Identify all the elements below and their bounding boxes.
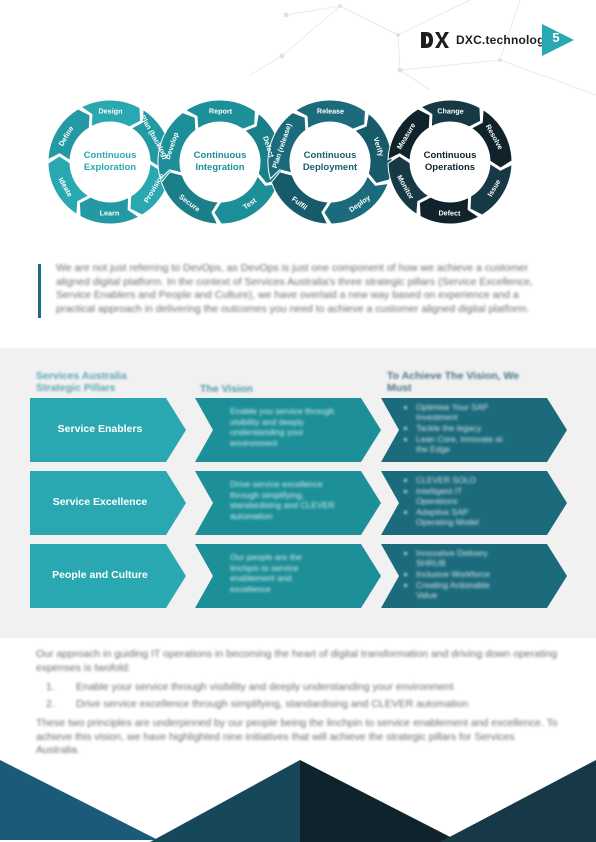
must-item: Adaptive SAP Operating Model: [416, 507, 506, 527]
cycle-segment: [160, 171, 220, 225]
cycle-center: [291, 123, 369, 201]
cycle-segment: [323, 174, 389, 225]
must-list: Optimise Your SAP Investment Tackle the …: [404, 402, 506, 455]
vision-text: Drive service excellence through simplif…: [230, 479, 335, 521]
cycle-segment: [387, 155, 430, 216]
outro-closing: These two principles are underpinned by …: [36, 717, 558, 756]
outro-list-item: 2. Drive service excellence through simpl…: [46, 697, 560, 712]
cycle-title: Continuous: [424, 150, 477, 161]
outro-lead: Our approach in guiding IT operations in…: [36, 648, 558, 674]
cycle-step-label: Design: [98, 106, 122, 115]
vision-text: Enable you service through visibility an…: [230, 406, 335, 448]
outro-section: Our approach in guiding IT operations in…: [36, 648, 560, 764]
column-header-vision: The Vision: [200, 383, 253, 395]
pillar-label: People and Culture: [52, 569, 148, 581]
cycle-step-label: Change: [437, 106, 463, 115]
must-list: CLEVER SOLO Intelligent IT Operations Ad…: [404, 475, 506, 528]
must-item: Tackle the legacy: [416, 423, 506, 433]
pillar-chevron: [30, 398, 186, 462]
outro-list-num: 2.: [46, 697, 55, 710]
cycle-center: [411, 123, 489, 201]
cycle-title: Continuous: [194, 150, 247, 161]
cycle-segment: [267, 112, 307, 180]
vision-chevron: [195, 471, 381, 535]
cycle-step-label: Defect: [438, 208, 461, 217]
cycle-segment: [420, 99, 482, 128]
cycle-title: Operations: [425, 162, 475, 173]
intro-accent-bar: [38, 264, 41, 318]
pillar-label: Service Excellence: [52, 496, 148, 508]
cycle-center: [181, 123, 259, 201]
cycle-center: [71, 123, 149, 201]
cycle-segment: [80, 99, 142, 128]
pillar-chevron: [30, 471, 186, 535]
page-number-badge: [542, 24, 574, 56]
pillar-row: Service Enablers Enable you service thro…: [0, 398, 596, 462]
cycle-title: Continuous: [304, 150, 357, 161]
cycle-segment: [387, 108, 431, 162]
cycle-segment: [47, 108, 91, 162]
must-list: Innovative Delivery SHRUB Inclusive Work…: [404, 548, 506, 601]
footer-decoration: [0, 760, 596, 842]
outro-list-text: Enable your service through visibility a…: [76, 681, 454, 693]
must-item: Optimise Your SAP Investment: [416, 402, 506, 422]
cycle-title: Deployment: [303, 162, 358, 173]
column-header-must: To Achieve The Vision, We Must: [387, 370, 520, 394]
outro-list-text: Drive service excellence through simplif…: [76, 697, 469, 710]
pillar-chevron: [30, 544, 186, 608]
cycle-segment: [213, 174, 279, 225]
cycle-segment: [469, 162, 513, 216]
pillar-row: People and Culture Our people are the li…: [0, 544, 596, 608]
must-chevron: [381, 471, 567, 535]
page-number: 5: [552, 30, 560, 45]
cycle-segment: [418, 196, 480, 225]
cycle-segment: [47, 155, 90, 216]
pillar-row: Service Excellence Drive service excelle…: [0, 471, 596, 535]
must-item: Creating Actionable Value: [416, 580, 506, 600]
column-header-pillars: Services Australia Strategic Pillars: [36, 370, 127, 394]
must-item: Innovative Delivery SHRUB: [416, 548, 506, 568]
cycle-title: Integration: [195, 162, 244, 173]
cycle-segment: [157, 112, 197, 180]
cycle-step-label: Learn: [100, 208, 120, 217]
logo-wordmark: DXC.technology: [456, 33, 552, 47]
intro-paragraph: We are not just referring to DevOps, as …: [56, 262, 534, 315]
dxc-logo-mark-icon: [421, 32, 449, 48]
dxc-logo: DXC.technology: [420, 30, 551, 50]
cycle-title: Exploration: [84, 162, 136, 173]
cycle-segment: [470, 108, 513, 169]
vision-chevron: [195, 398, 381, 462]
must-item: Lean Core, Innovate at the Edge: [416, 434, 506, 454]
cycle-step-label: Report: [209, 106, 233, 115]
vision-text: Our people are the linchpin to service e…: [230, 552, 302, 594]
outro-list-num: 1.: [46, 681, 55, 693]
must-item: CLEVER SOLO: [416, 475, 506, 485]
cycle-step-label: Release: [317, 106, 344, 115]
must-item: Intelligent IT Operations: [416, 486, 506, 506]
cycle-title: Continuous: [84, 150, 137, 161]
outro-list-item: 1. Enable your service through visibility…: [46, 681, 560, 695]
cycle-segment: [294, 99, 366, 130]
cycle-segment: [270, 171, 330, 225]
must-item: Inclusive Workforce: [416, 569, 506, 579]
cycle-segment: [184, 99, 256, 130]
pillar-label: Service Enablers: [57, 423, 143, 435]
vision-chevron: [195, 544, 381, 608]
outro-list: 1. Enable your service through visibility…: [36, 681, 560, 711]
must-chevron: [381, 544, 567, 608]
cycle-segment: [78, 196, 140, 225]
must-chevron: [381, 398, 567, 462]
cycle-segment: [353, 112, 393, 185]
